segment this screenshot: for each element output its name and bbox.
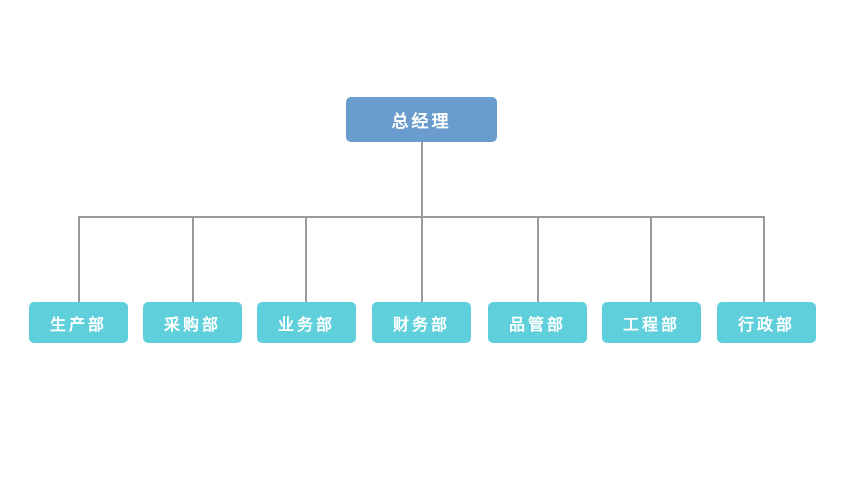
dept-node-engineering: 工程部 bbox=[602, 302, 701, 343]
dept-node-purchasing: 采购部 bbox=[143, 302, 242, 343]
dept-node-business: 业务部 bbox=[257, 302, 356, 343]
dept-node-quality: 品管部 bbox=[488, 302, 587, 343]
dept-node-production: 生产部 bbox=[29, 302, 128, 343]
dept-node-finance: 财务部 bbox=[372, 302, 471, 343]
root-node-general-manager: 总经理 bbox=[346, 97, 497, 142]
dept-node-administration: 行政部 bbox=[717, 302, 816, 343]
